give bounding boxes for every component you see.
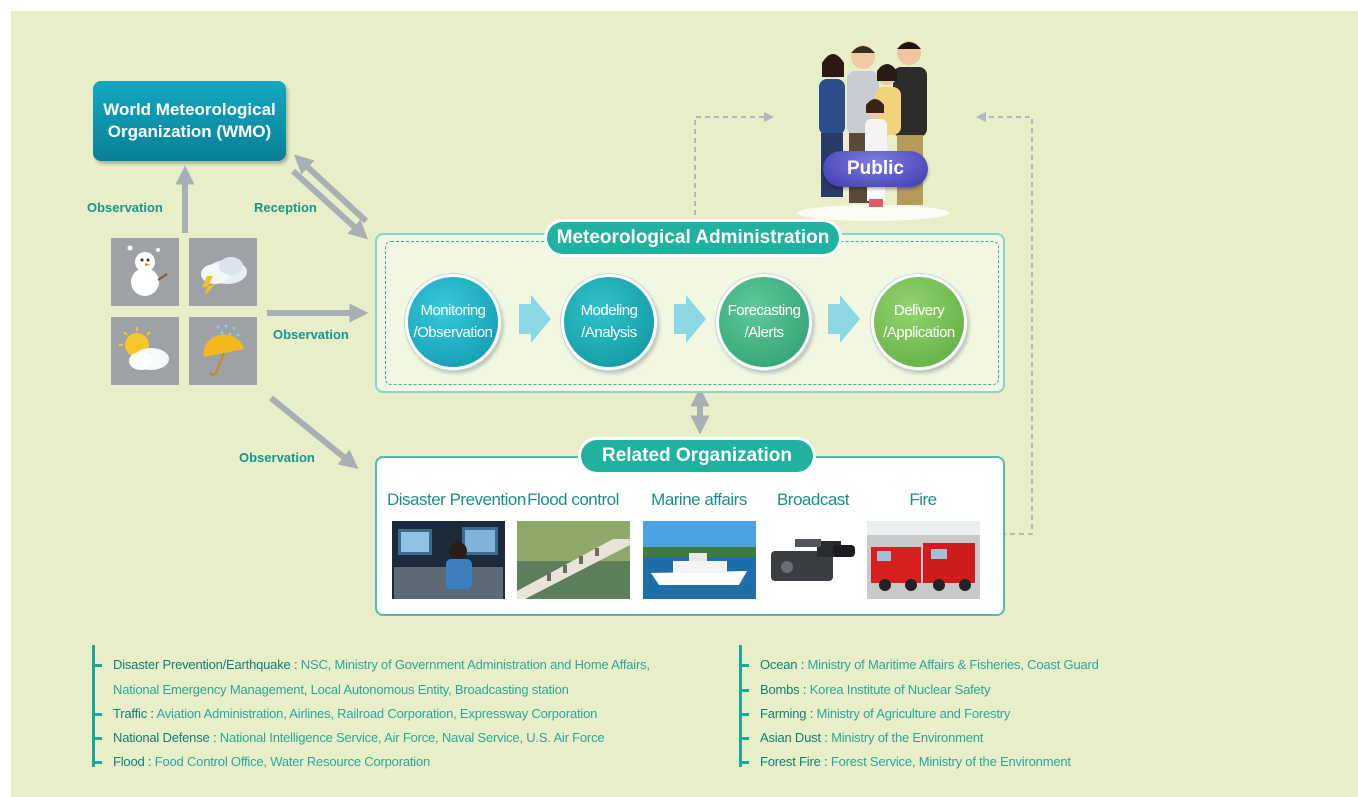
- broadcast-camera-photo: [757, 521, 870, 599]
- meteorological-administration-title: Meteorological Administration: [547, 222, 839, 254]
- org-label-flood-control: Flood control: [527, 490, 619, 509]
- legend-item: National Defense : National Intelligence…: [113, 730, 605, 745]
- org-label-marine-affairs: Marine affairs: [651, 490, 747, 509]
- disaster-prevention-photo: [392, 521, 505, 599]
- legend-item: Farming : Ministry of Agriculture and Fo…: [760, 706, 1011, 721]
- family-illustration: [793, 31, 953, 221]
- snowman-icon: [111, 238, 179, 306]
- legend-item: Ocean : Ministry of Maritime Affairs & F…: [760, 657, 1099, 672]
- sun-cloud-icon: [111, 317, 179, 385]
- legend-right-rail: [739, 645, 742, 767]
- step-monitoring-observation: Monitoring /Observation: [405, 274, 501, 370]
- public-badge: Public: [823, 151, 928, 187]
- chevron-right-icon: [674, 295, 706, 343]
- observation-label-right: Observation: [273, 327, 349, 342]
- marine-affairs-photo: [643, 521, 756, 599]
- reception-label: Reception: [254, 200, 317, 215]
- step-forecasting-alerts: Forecasting /Alerts: [716, 274, 812, 370]
- legend-item: Bombs : Korea Institute of Nuclear Safet…: [760, 682, 991, 697]
- org-label-disaster-prevention: Disaster Prevention: [387, 490, 526, 509]
- legend-item: Traffic : Aviation Administration, Airli…: [113, 706, 598, 721]
- legend-item: Forest Fire : Forest Service, Ministry o…: [760, 754, 1071, 769]
- legend-item: Disaster Prevention/Earthquake : NSC, Mi…: [113, 657, 650, 672]
- observation-label-up: Observation: [87, 200, 163, 215]
- fire-trucks-photo: [867, 521, 980, 599]
- legend-right: Ocean : Ministry of Maritime Affairs & F…: [739, 641, 1159, 769]
- flood-control-photo: [517, 521, 630, 599]
- observation-label-down: Observation: [239, 450, 315, 465]
- umbrella-rain-icon: [189, 317, 257, 385]
- chevron-right-icon: [828, 295, 860, 343]
- org-label-fire: Fire: [909, 490, 937, 509]
- chevron-right-icon: [519, 295, 551, 343]
- step-modeling-analysis: Modeling /Analysis: [561, 274, 657, 370]
- legend-item-continuation: National Emergency Management, Local Aut…: [113, 682, 569, 697]
- wmo-box: World Meteorological Organization (WMO): [93, 81, 286, 161]
- legend-left: Disaster Prevention/Earthquake : NSC, Mi…: [92, 641, 712, 769]
- step-delivery-application: Delivery /Application: [871, 274, 967, 370]
- legend-item: Flood : Food Control Office, Water Resou…: [113, 754, 431, 769]
- connector-arrows: [175, 112, 1033, 535]
- storm-cloud-icon: [189, 238, 257, 306]
- related-organization-title: Related Organization: [581, 440, 813, 472]
- legend-left-rail: [92, 645, 95, 767]
- org-label-broadcast: Broadcast: [776, 490, 850, 509]
- legend-item: Asian Dust : Ministry of the Environment: [760, 730, 984, 745]
- diagram-canvas: World Meteorological Organization (WMO) …: [11, 11, 1358, 797]
